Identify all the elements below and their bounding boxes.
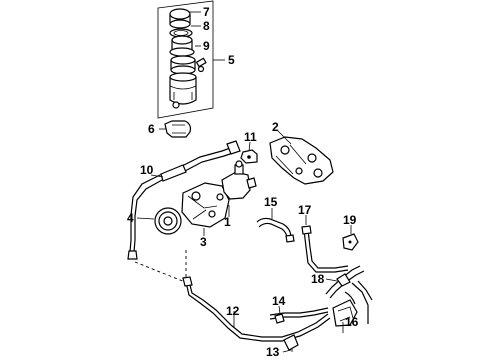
pump-pulley <box>136 207 182 235</box>
reservoir-bracket <box>159 120 192 138</box>
pressure-hose <box>127 140 241 260</box>
callout-18: 18 <box>311 272 325 286</box>
callout-1: 1 <box>224 215 231 229</box>
callout-12: 12 <box>226 304 240 318</box>
pump-mount-bracket <box>269 130 334 185</box>
power-steering-pump <box>181 160 257 236</box>
callout-17: 17 <box>298 203 312 217</box>
callout-15: 15 <box>264 195 278 209</box>
callout-6: 6 <box>148 122 155 136</box>
callout-4: 4 <box>127 211 134 225</box>
callout-2: 2 <box>272 120 279 134</box>
callout-10: 10 <box>140 163 154 177</box>
reservoir-assembly-frame <box>157 0 214 119</box>
clip-14 <box>274 305 285 324</box>
callout-labels: 7 8 9 5 6 11 2 10 4 1 3 15 17 19 18 14 1… <box>127 5 359 359</box>
callout-5: 5 <box>228 53 235 67</box>
steering-gear-area <box>332 280 373 333</box>
callout-8: 8 <box>203 19 210 33</box>
callout-16: 16 <box>345 315 359 329</box>
callout-13: 13 <box>266 345 280 359</box>
reservoir-assembly <box>169 8 207 109</box>
clip-19 <box>342 225 359 251</box>
callout-9: 9 <box>203 39 210 53</box>
pressure-line-12 <box>182 276 331 342</box>
tube-17 <box>301 215 349 273</box>
hose-18 <box>325 265 365 299</box>
callout-7: 7 <box>203 5 210 19</box>
callout-3: 3 <box>200 235 207 249</box>
return-hose <box>256 208 295 243</box>
fitting-11 <box>240 141 258 164</box>
callout-11: 11 <box>244 130 257 144</box>
callout-19: 19 <box>343 213 357 227</box>
callout-14: 14 <box>272 294 286 308</box>
